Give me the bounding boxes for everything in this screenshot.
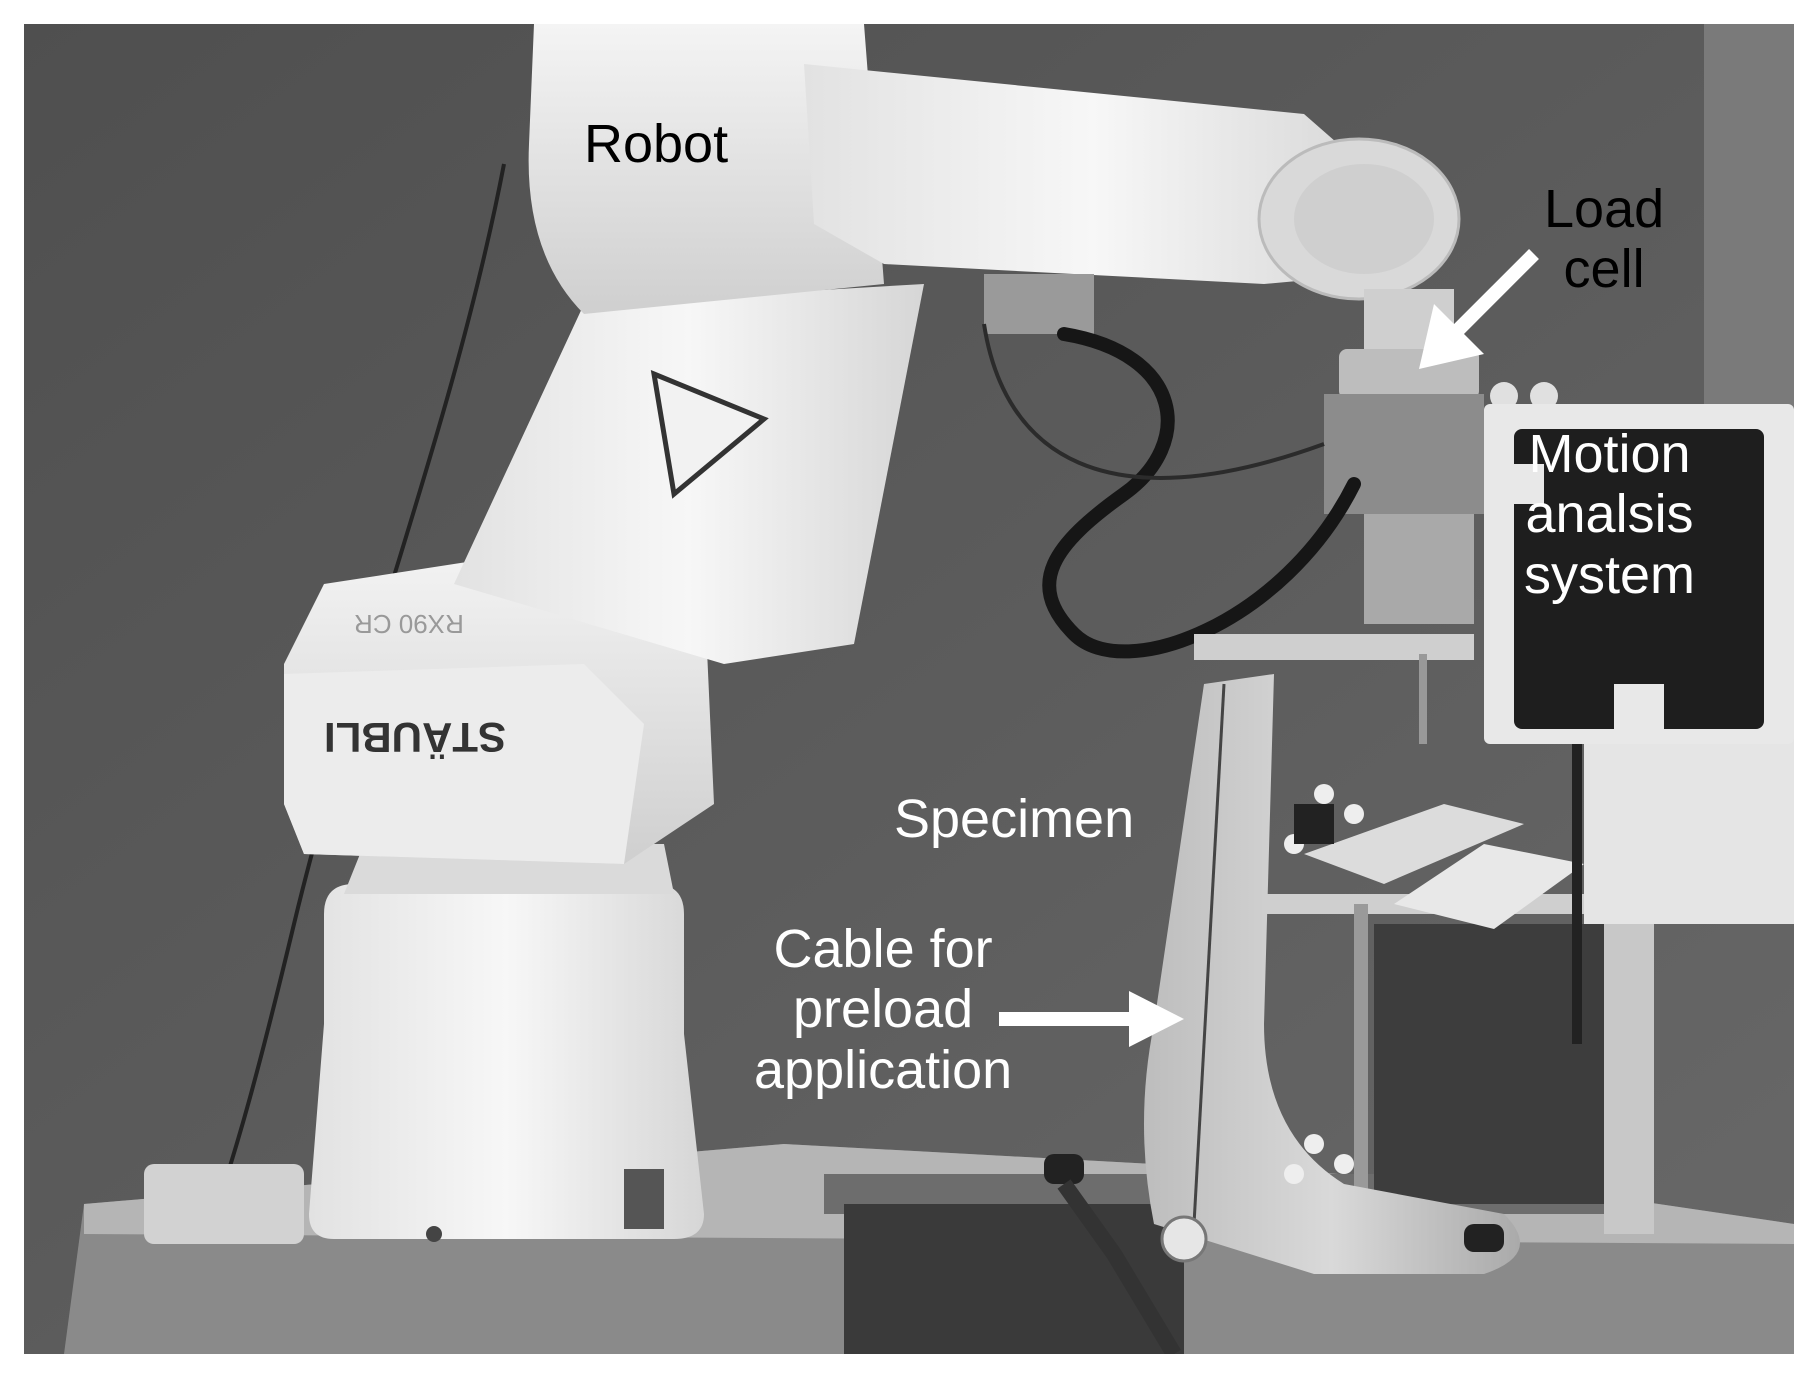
marker-panel-post — [1572, 744, 1582, 1044]
clamp-arm — [1057, 1179, 1181, 1354]
cloth — [144, 1164, 304, 1244]
experimental-setup-photo: STÄUBLI RX90 CR Robot Load cell Motion a… — [24, 24, 1794, 1354]
black-cable — [1042, 327, 1361, 659]
fixture-rod — [1419, 654, 1427, 744]
fixture-plate — [1194, 634, 1474, 660]
label-load-cell-line1: Load — [1544, 179, 1665, 239]
scene-drawing — [24, 24, 1794, 1354]
robot-base — [309, 884, 704, 1239]
marker-panel-slot-2 — [1614, 684, 1664, 734]
robot-model-text: RX90 CR — [354, 609, 464, 640]
specimen-leg — [1144, 674, 1520, 1274]
clamp-knob — [1044, 1154, 1084, 1184]
monitor-right — [1584, 724, 1794, 924]
label-motion-analysis: Motion analsis system — [1524, 424, 1695, 605]
cable-connector — [984, 274, 1094, 334]
keyboard — [1394, 844, 1584, 929]
label-robot: Robot — [584, 114, 729, 174]
label-motion-line1: Motion — [1528, 424, 1691, 484]
label-motion-line3: system — [1524, 544, 1696, 605]
thin-cable — [982, 323, 1325, 480]
label-cable-line3: application — [754, 1039, 1013, 1100]
warning-triangle — [650, 369, 769, 499]
robot-shoulder-front — [284, 664, 644, 864]
robot-brand-text: STÄUBLI — [324, 714, 506, 762]
robot-elbow — [528, 24, 884, 314]
preload-cable — [1192, 683, 1226, 1225]
load-cell-arrow — [1419, 249, 1539, 369]
label-cable-line2: preload — [793, 979, 974, 1040]
clamp-knob-2 — [1464, 1224, 1504, 1252]
fixture-bracket — [1364, 514, 1474, 624]
papers — [1304, 804, 1524, 884]
shelf-post-1 — [1354, 904, 1368, 1204]
shelf-dark — [1374, 924, 1604, 1204]
markers — [1284, 382, 1558, 1184]
pulley — [1160, 1215, 1208, 1263]
background-right — [1704, 24, 1794, 444]
marker-panel-slot-1 — [1504, 464, 1544, 504]
label-load-cell: Load cell — [1544, 179, 1664, 300]
label-load-cell-line2: cell — [1563, 239, 1645, 300]
shelf-post-2 — [1604, 904, 1654, 1234]
label-specimen: Specimen — [894, 789, 1135, 849]
label-cable-preload: Cable for preload application — [754, 919, 1012, 1100]
robot-base-label — [624, 1169, 664, 1229]
robot-wrist-cap-inner — [1294, 164, 1434, 274]
label-motion-line2: analsis — [1525, 484, 1694, 545]
label-cable-line1: Cable for — [773, 919, 993, 979]
robot-base-screw — [426, 1226, 442, 1242]
preload-cable-arrow — [999, 991, 1184, 1047]
robot-forearm — [804, 64, 1384, 284]
marker-panel — [1514, 429, 1764, 729]
